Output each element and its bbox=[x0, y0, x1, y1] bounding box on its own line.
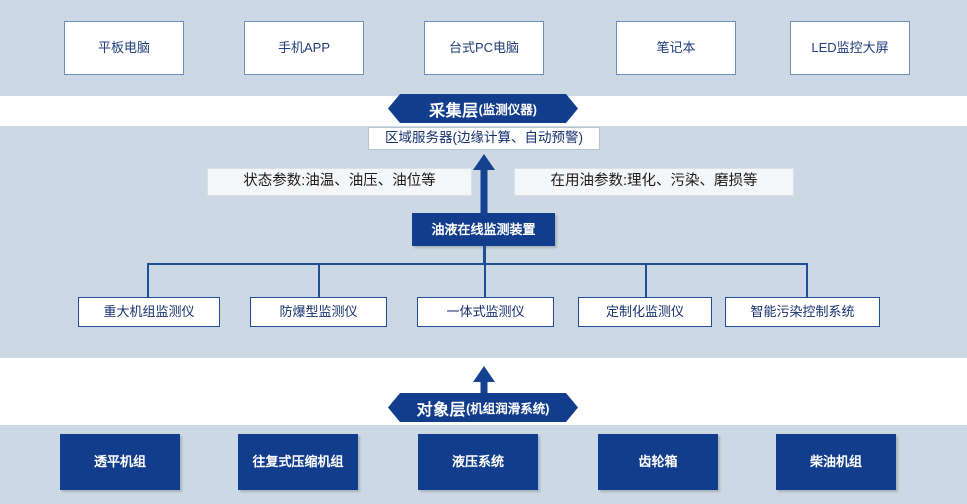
object-layer-banner: 对象层 (机组润滑系统) bbox=[388, 393, 578, 422]
tree-drop-3 bbox=[484, 263, 486, 297]
oil-online-monitoring-device-box[interactable]: 油液在线监测装置 bbox=[412, 213, 555, 246]
equipment-turbine-unit[interactable]: 透平机组 bbox=[60, 434, 180, 490]
in-service-oil-parameters-text: 在用油参数:理化、污染、磨损等 bbox=[550, 173, 758, 190]
regional-server-box[interactable]: 区域服务器(边缘计算、自动预警) bbox=[368, 127, 600, 150]
tree-drop-2 bbox=[318, 263, 320, 297]
presentation-device-label: LED监控大屏 bbox=[811, 40, 889, 56]
presentation-device-led-wall[interactable]: LED监控大屏 bbox=[790, 21, 910, 75]
presentation-device-tablet[interactable]: 平板电脑 bbox=[64, 21, 184, 75]
tree-bus bbox=[147, 263, 808, 265]
equipment-hydraulic-system[interactable]: 液压系统 bbox=[418, 434, 538, 490]
instrument-explosion-proof-monitor[interactable]: 防爆型监测仪 bbox=[250, 297, 387, 327]
equipment-label: 柴油机组 bbox=[809, 454, 862, 470]
presentation-device-mobile-app[interactable]: 手机APP bbox=[244, 21, 364, 75]
presentation-device-laptop[interactable]: 笔记本 bbox=[616, 21, 736, 75]
upward-arrow-to-server bbox=[472, 154, 496, 216]
collection-banner-subtitle: (监测仪器) bbox=[478, 103, 537, 117]
instrument-label: 一体式监测仪 bbox=[446, 304, 525, 320]
tree-drop-5 bbox=[806, 263, 808, 297]
presentation-device-desktop-pc[interactable]: 台式PC电脑 bbox=[424, 21, 544, 75]
tree-drop-4 bbox=[645, 263, 647, 297]
oil-online-monitoring-device-label: 油液在线监测装置 bbox=[431, 221, 536, 237]
object-banner-title: 对象层 bbox=[416, 401, 467, 419]
status-parameters-text: 状态参数:油温、油压、油位等 bbox=[243, 173, 436, 190]
presentation-device-label: 手机APP bbox=[277, 40, 330, 56]
instrument-major-unit-monitor[interactable]: 重大机组监测仪 bbox=[78, 297, 220, 327]
presentation-device-label: 笔记本 bbox=[656, 40, 696, 56]
regional-server-label: 区域服务器(边缘计算、自动预警) bbox=[385, 130, 583, 146]
collection-banner-title: 采集层 bbox=[429, 102, 479, 120]
instrument-label: 定制化监测仪 bbox=[605, 304, 684, 320]
status-parameters-label-box: 状态参数:油温、油压、油位等 bbox=[207, 168, 472, 196]
instrument-smart-contamination-control[interactable]: 智能污染控制系统 bbox=[725, 297, 880, 327]
instrument-label: 重大机组监测仪 bbox=[103, 304, 195, 320]
object-banner-subtitle: (机组润滑系统) bbox=[466, 402, 550, 416]
equipment-label: 液压系统 bbox=[451, 454, 504, 470]
tree-stem bbox=[483, 246, 486, 264]
in-service-oil-parameters-label-box: 在用油参数:理化、污染、磨损等 bbox=[514, 168, 794, 196]
tree-drop-1 bbox=[147, 263, 149, 297]
equipment-reciprocating-compressor-unit[interactable]: 往复式压缩机组 bbox=[238, 434, 358, 490]
equipment-label: 透平机组 bbox=[93, 454, 146, 470]
instrument-label: 防爆型监测仪 bbox=[279, 304, 358, 320]
instrument-integrated-monitor[interactable]: 一体式监测仪 bbox=[417, 297, 554, 327]
equipment-label: 往复式压缩机组 bbox=[252, 454, 344, 470]
presentation-device-label: 平板电脑 bbox=[97, 40, 150, 56]
collection-layer-banner: 采集层 (监测仪器) bbox=[388, 94, 578, 123]
instrument-customized-monitor[interactable]: 定制化监测仪 bbox=[578, 297, 712, 327]
equipment-gearbox[interactable]: 齿轮箱 bbox=[598, 434, 718, 490]
equipment-diesel-unit[interactable]: 柴油机组 bbox=[776, 434, 896, 490]
presentation-device-label: 台式PC电脑 bbox=[448, 40, 520, 56]
equipment-label: 齿轮箱 bbox=[638, 454, 678, 470]
instrument-label: 智能污染控制系统 bbox=[750, 304, 855, 320]
